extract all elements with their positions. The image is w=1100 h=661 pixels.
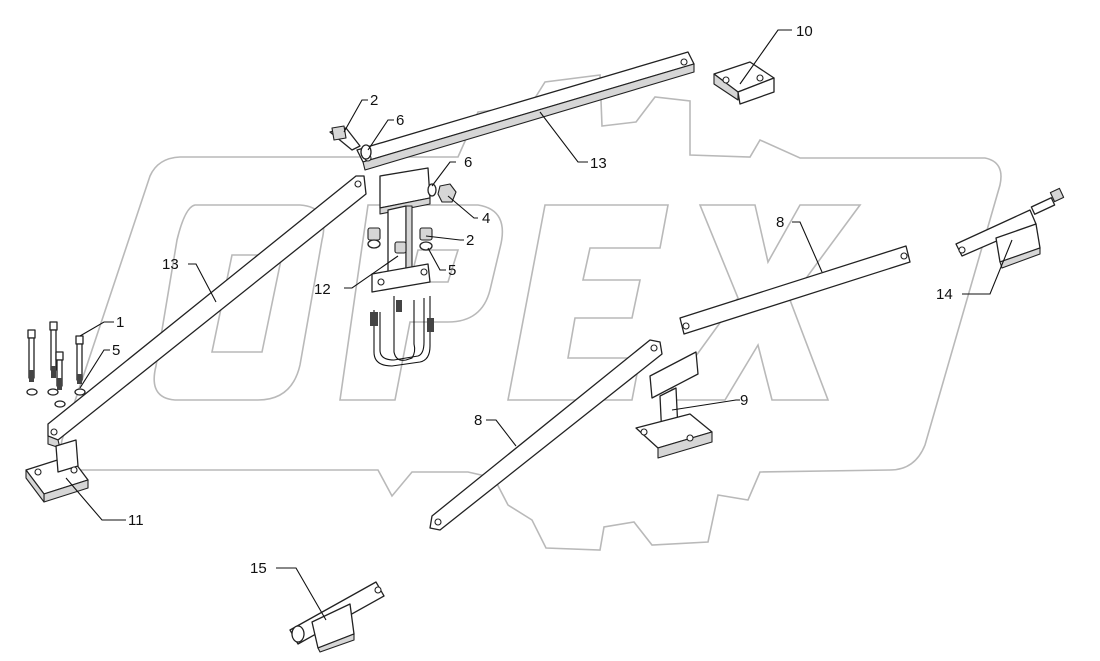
part-1-bolt-a (27, 329, 36, 382)
part-13-diagonal-bar-left (47, 175, 367, 449)
part-5-washer-left (367, 239, 381, 249)
part-15-hinge-bracket (289, 581, 385, 653)
part-12-vertical-bracket (371, 167, 431, 293)
part-14-hinge-bracket (955, 187, 1065, 269)
callout-10: 10 (796, 23, 813, 40)
leader-6-top (367, 119, 394, 151)
logo-letter-e (507, 204, 669, 401)
callout-8: 8 (776, 214, 784, 231)
callout-6: 6 (464, 154, 472, 171)
leader-2-top (343, 99, 368, 133)
part-8-bar-right (679, 245, 911, 335)
callout-13: 13 (590, 155, 607, 172)
leader-10 (739, 29, 792, 85)
callout-12: 12 (314, 281, 331, 298)
callout-9: 9 (740, 392, 748, 409)
leader-4 (447, 195, 478, 219)
callout-2: 2 (466, 232, 474, 249)
part-1-bolt-b (49, 321, 58, 378)
part-5-washers-left (26, 388, 86, 408)
leader-5-left (79, 349, 110, 389)
callout-11: 11 (128, 512, 144, 529)
part-9-support-bracket (635, 351, 713, 459)
callout-5: 5 (448, 262, 456, 279)
leader-13-left (188, 263, 217, 303)
callout-15: 15 (250, 560, 267, 577)
part-2-nut-right (419, 227, 433, 241)
part-10-mount-bracket (713, 61, 775, 105)
part-1-bolt-d (75, 335, 84, 384)
part-2-nut-left (367, 227, 381, 241)
part-1-bolt-c (55, 351, 64, 390)
callout-4: 4 (482, 210, 490, 227)
u-bolt (370, 296, 434, 367)
leader-5-mid (427, 247, 446, 271)
part-13-long-bar-top (356, 51, 695, 171)
leader-13-top (539, 111, 588, 163)
leader-15 (276, 567, 327, 621)
callout-leaders (65, 29, 1013, 621)
leader-12 (344, 255, 399, 289)
part-6-washer-mid (427, 183, 437, 197)
part-8-bar-diagonal (429, 339, 663, 531)
callout-labels: 1 2 2 4 5 5 6 6 8 8 9 10 11 12 13 13 14 … (112, 23, 953, 577)
leader-11 (65, 477, 126, 521)
callout-5: 5 (112, 342, 120, 359)
leader-1 (79, 321, 114, 337)
part-2-bolt-top (329, 125, 361, 151)
callout-14: 14 (936, 286, 953, 303)
part-2-nut-center (394, 241, 407, 254)
leader-6-mid (431, 161, 456, 187)
leader-9 (671, 399, 740, 411)
leader-8-lower (486, 419, 517, 447)
callout-8: 8 (474, 412, 482, 429)
callout-2: 2 (370, 92, 378, 109)
part-4-nut (437, 183, 457, 203)
part-5-washer-right (419, 241, 433, 251)
leader-2-mid (425, 235, 464, 241)
callout-13: 13 (162, 256, 179, 273)
leader-8-right (792, 221, 823, 273)
leader-14 (962, 239, 1013, 295)
callout-1: 1 (116, 314, 124, 331)
part-11-base-bracket (25, 439, 89, 503)
callout-6: 6 (396, 112, 404, 129)
